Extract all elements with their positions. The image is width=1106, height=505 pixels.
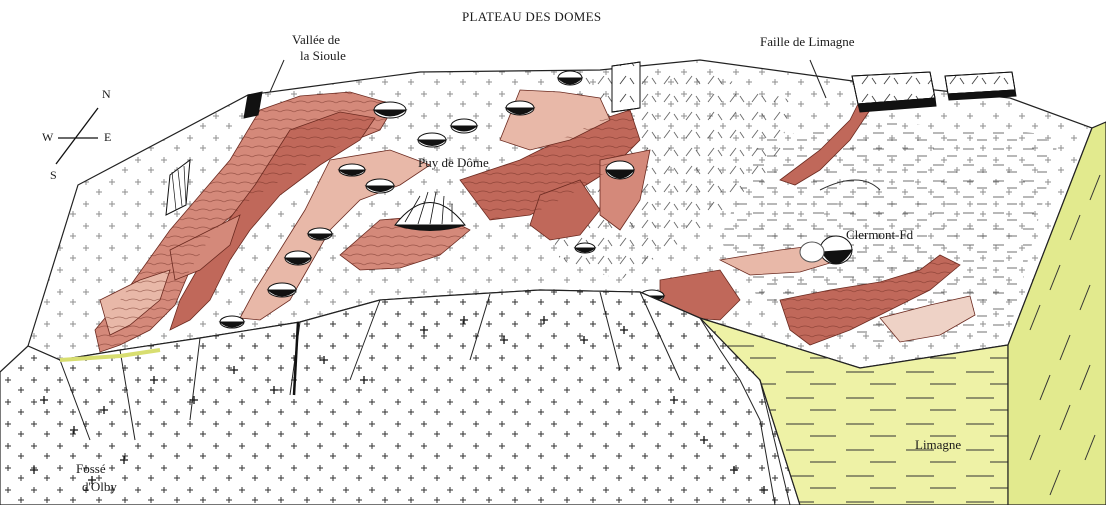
- fault-blocks: [165, 61, 1017, 216]
- label-olby-line2: d'Olby: [82, 479, 117, 494]
- label-olby-line1: Fossé: [76, 461, 106, 476]
- right-face-slashes: [1029, 174, 1101, 496]
- compass-w: W: [42, 130, 54, 144]
- compass-rose-icon: [55, 107, 99, 165]
- volcanic-cones: [218, 70, 881, 329]
- right-side-face: [1007, 121, 1106, 505]
- compass-e: E: [104, 130, 112, 144]
- label-sioule-line1: Vallée de: [292, 32, 341, 47]
- front-faults: [59, 291, 681, 441]
- compass-s: S: [50, 168, 57, 182]
- label-sioule-line2: la Sioule: [300, 48, 346, 63]
- label-faille-limagne: Faille de Limagne: [760, 34, 855, 49]
- label-clermont: Clermont-Fd: [846, 227, 914, 242]
- label-limagne: Limagne: [915, 437, 962, 452]
- basement-crosses: [30, 316, 768, 494]
- label-puy-de-dome: Puy de Dôme: [418, 155, 489, 170]
- compass-n: N: [102, 87, 111, 101]
- diagram-title: PLATEAU DES DOMES: [462, 9, 602, 24]
